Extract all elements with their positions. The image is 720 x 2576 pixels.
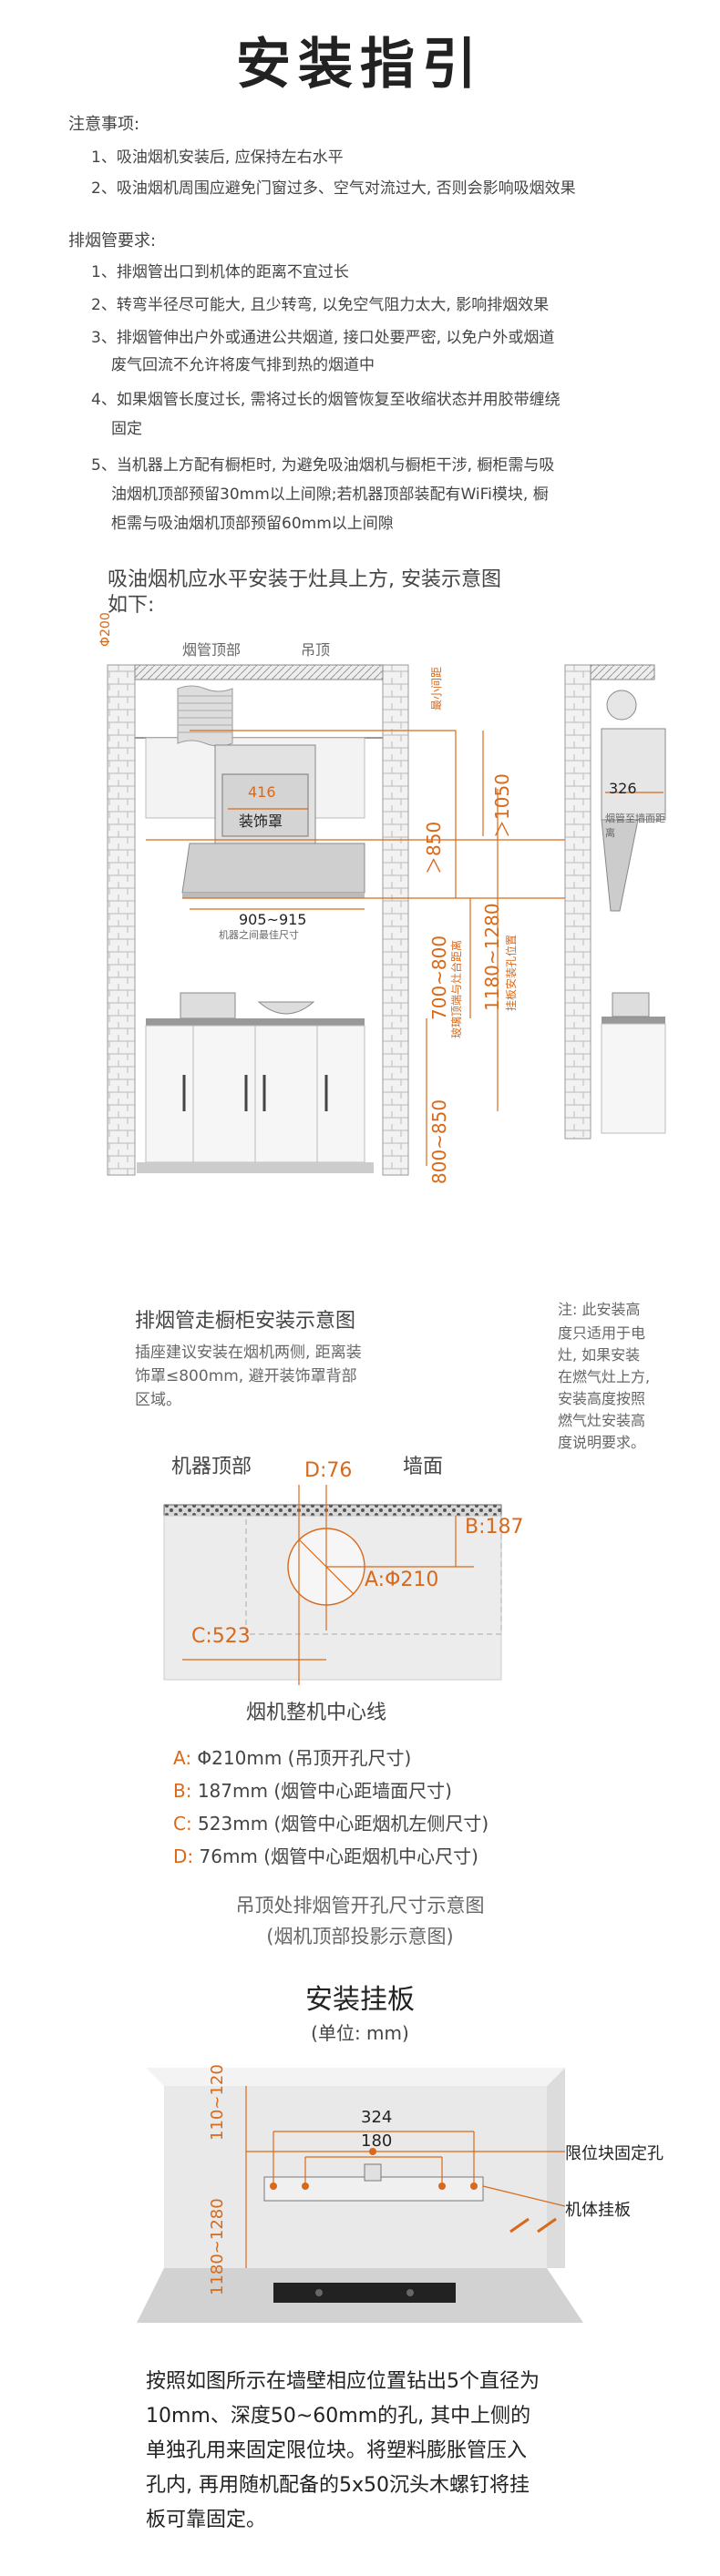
plate-desc-2: 10mm、深度50~60mm的孔, 其中上侧的 — [146, 2405, 531, 2428]
left-wall — [107, 664, 136, 1176]
plate-d1180: 1180~1280 — [208, 2198, 227, 2295]
plate-desc-1: 按照如图所示在墙壁相应位置钻出5个直径为 — [146, 2370, 540, 2393]
hole-caption-2: (烟机顶部投影示意图) — [266, 1926, 454, 1947]
label-ceiling: 吊顶 — [301, 641, 331, 659]
label-side-note: 烟管至墙面距离 — [605, 813, 665, 839]
install-diagram — [107, 664, 666, 1176]
hole-diagram — [163, 1485, 502, 1685]
plate-unit: (单位: mm) — [311, 2022, 409, 2044]
notes-item-1: 1、吸油烟机安装后, 应保持左右水平 — [91, 148, 344, 167]
label-1050: ＞1050 — [491, 773, 513, 838]
hole-caption-1: 吊顶处排烟管开孔尺寸示意图 — [235, 1895, 485, 1917]
pipe-item-5b: 油烟机顶部预留30mm以上间隙;若机器顶部装配有WiFi模块, 橱 — [111, 486, 549, 504]
install-desc-3: 区域。 — [135, 1391, 181, 1409]
hood-body — [181, 843, 365, 894]
install-caption: 排烟管走橱柜安装示意图 — [135, 1310, 356, 1333]
side-caption-4: 在燃气灶上方, — [558, 1368, 651, 1385]
hole-label-top: 机器顶部 — [171, 1456, 252, 1478]
flex-duct — [177, 685, 233, 747]
side-duct — [606, 690, 637, 721]
ceiling-strip — [163, 1504, 502, 1517]
legend-c: C: 523mm (烟管中心距烟机左侧尺寸) — [173, 1813, 489, 1835]
legend-d: D: 76mm (烟管中心距烟机中心尺寸) — [173, 1845, 478, 1867]
side-caption-5: 安装高度按照 — [558, 1390, 646, 1407]
page-title: 安装指引 — [236, 33, 484, 97]
pipe-item-4b: 固定 — [111, 420, 142, 438]
plate-desc-5: 板可靠固定。 — [146, 2509, 267, 2531]
legend-a: A: Φ210mm (吊顶开孔尺寸) — [173, 1747, 412, 1769]
label-min-gap: 最小间距 — [430, 666, 443, 710]
legend-b: B: 187mm (烟管中心距墙面尺寸) — [173, 1780, 452, 1802]
plate-desc-4: 孔内, 再用随机配备的5x50沉头木螺钉将挂 — [146, 2474, 530, 2497]
countertop — [146, 1018, 365, 1026]
label-d326: 326 — [609, 780, 637, 797]
label-d416: 416 — [248, 783, 276, 801]
install-desc-1: 插座建议安装在烟机两侧, 距离装 — [135, 1344, 362, 1362]
side-hood — [601, 728, 666, 821]
hole-label-a: A:Φ210 — [365, 1569, 439, 1591]
plate-title: 安装挂板 — [305, 1984, 415, 2016]
label-h-note2: 挂板安装孔位置 — [505, 934, 518, 1011]
hole-label-wall: 墙面 — [403, 1456, 444, 1478]
plate-label: 机体挂板 — [565, 2201, 631, 2220]
side-caption-6: 燃气灶安装高 — [558, 1412, 646, 1429]
pipe-item-4a: 4、如果烟管长度过长, 需将过长的烟管恢复至收缩状态并用胶带缠绕 — [91, 391, 561, 409]
pipe-item-3b: 废气回流不允许将废气排到热的烟道中 — [111, 356, 375, 374]
hole-label-b: B:187 — [465, 1516, 524, 1538]
plate-d180: 180 — [361, 2131, 393, 2151]
pipe-item-3a: 3、排烟管伸出户外或通进公共烟道, 接口处要严密, 以免户外或烟道 — [91, 329, 555, 347]
right-wall — [382, 664, 409, 1176]
label-gt850: ＞850 — [423, 821, 445, 874]
side-caption-7: 度说明要求。 — [558, 1434, 646, 1451]
install-heading-2: 如下: — [108, 594, 155, 617]
label-1180: 1180~1280 — [481, 903, 503, 1011]
pipe-heading: 排烟管要求: — [68, 231, 157, 250]
pipe-item-5c: 柜需与吸油烟机顶部预留60mm以上间隙 — [111, 515, 394, 533]
label-width-note: 机器之间最佳尺寸 — [219, 929, 299, 941]
pipe-item-1: 1、排烟管出口到机体的距离不宜过长 — [91, 263, 349, 281]
install-desc-2: 饰罩≤800mm, 避开装饰罩背部 — [135, 1367, 357, 1385]
label-cover: 装饰罩 — [239, 813, 283, 830]
side-caption-1: 注: 此安装高 — [558, 1301, 641, 1318]
notes-item-2: 2、吸油烟机周围应避免门窗过多、空气对流过大, 否则会影响吸烟效果 — [91, 179, 576, 198]
pipe-item-2: 2、转弯半径尽可能大, 且少转弯, 以免空气阻力太大, 影响排烟效果 — [91, 296, 550, 314]
side-wall — [564, 664, 591, 1140]
side-caption-2: 度只适用于电 — [558, 1324, 646, 1342]
label-phi200: Φ200 — [98, 612, 113, 647]
pot — [180, 992, 236, 1019]
pipe-item-5a: 5、当机器上方配有橱柜时, 为避免吸油烟机与橱柜干涉, 橱柜需与吸 — [91, 456, 555, 475]
hole-label-c: C:523 — [191, 1625, 251, 1648]
label-h-note1: 玻璃顶端与灶台距离 — [450, 939, 463, 1038]
label-700: 700~800 — [428, 935, 450, 1020]
label-d905: 905~915 — [239, 911, 307, 928]
plate-limit-hole: 限位块固定孔 — [565, 2144, 663, 2163]
label-pipe-top: 烟管顶部 — [182, 641, 242, 659]
side-caption-3: 灶, 如果安装 — [558, 1346, 641, 1364]
install-heading-1: 吸油烟机应水平安装于灶具上方, 安装示意图 — [108, 568, 501, 591]
label-800: 800~850 — [428, 1099, 450, 1184]
limit-block — [364, 2163, 382, 2182]
plate-d110: 110~120 — [208, 2064, 227, 2141]
plate-diagram — [137, 2068, 583, 2323]
bowl — [257, 1001, 315, 1015]
hole-center-line: 烟机整机中心线 — [246, 1702, 387, 1724]
plate-desc-3: 单独孔用来固定限位块。将塑料膨胀管压入 — [146, 2439, 528, 2462]
ceiling-slab — [134, 664, 384, 680]
plate-d324: 324 — [361, 2108, 393, 2127]
cooktop — [273, 2283, 456, 2303]
hole-label-d: D:76 — [304, 1459, 353, 1482]
notes-heading: 注意事项: — [68, 115, 140, 134]
